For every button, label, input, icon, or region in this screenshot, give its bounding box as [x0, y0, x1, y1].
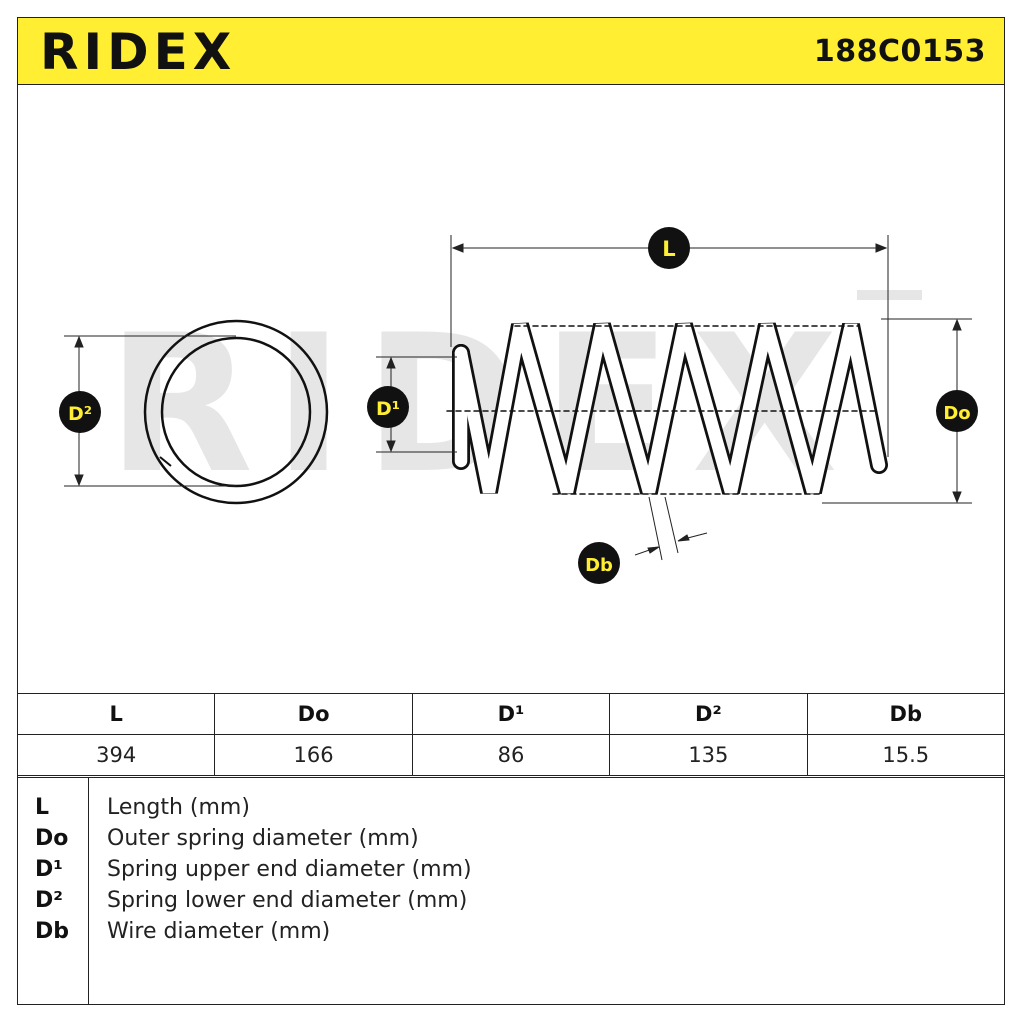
spec-value-row: 394 166 86 135 15.5: [16, 734, 1006, 776]
legend-divider: [88, 778, 89, 1004]
badge-db: Db: [578, 542, 620, 584]
d2-dimension: [64, 335, 236, 487]
db-dimension: [634, 496, 708, 561]
legend-key: Db: [35, 919, 70, 944]
spring-diagram: RIDEX: [59, 227, 978, 584]
badge-l: L: [648, 227, 690, 269]
spec-value-do: 166: [214, 734, 413, 776]
d1-dimension: [376, 356, 457, 453]
header-bar: RIDEX 188C0153: [17, 17, 1005, 85]
badge-db-text: Db: [585, 555, 613, 576]
legend-key: D¹: [35, 857, 63, 882]
badge-do: Do: [936, 390, 978, 432]
badge-do-text: Do: [943, 403, 970, 424]
spec-value-l: 394: [16, 734, 216, 776]
legend-desc: Spring lower end diameter (mm): [107, 888, 468, 913]
part-number: 188C0153: [813, 34, 986, 69]
spec-header-d2: D²: [609, 693, 808, 735]
spec-value-db: 15.5: [806, 734, 1006, 776]
spec-header-l: L: [16, 693, 216, 735]
spec-header-do: Do: [214, 693, 413, 735]
legend-desc: Spring upper end diameter (mm): [107, 857, 472, 882]
spring-side-view: [446, 322, 888, 495]
badge-d1: D¹: [367, 386, 409, 428]
legend-key: D²: [35, 888, 63, 913]
legend-item: Db Wire diameter (mm): [18, 916, 1004, 947]
spec-header-row: L Do D¹ D² Db: [16, 693, 1006, 735]
spec-value-d2: 135: [609, 734, 808, 776]
legend-panel: L Length (mm) Do Outer spring diameter (…: [17, 777, 1005, 1005]
brand-logo: RIDEX: [40, 23, 237, 81]
legend-desc: Outer spring diameter (mm): [107, 826, 419, 851]
legend-desc: Length (mm): [107, 795, 250, 820]
legend-item: L Length (mm): [18, 792, 1004, 823]
legend-desc: Wire diameter (mm): [107, 919, 331, 944]
badge-d1-text: D¹: [376, 398, 400, 420]
badge-l-text: L: [662, 237, 675, 261]
spec-header-db: Db: [806, 693, 1006, 735]
do-dimension: [822, 318, 972, 504]
legend-key: L: [35, 795, 50, 820]
badge-d2-text: D²: [68, 403, 92, 425]
legend-item: Do Outer spring diameter (mm): [18, 823, 1004, 854]
spec-value-d1: 86: [411, 734, 611, 776]
spec-header-d1: D¹: [411, 693, 611, 735]
badge-d2: D²: [59, 391, 101, 433]
spec-table: L Do D¹ D² Db 394 166 86 135 15.5: [16, 693, 1006, 776]
legend-item: D² Spring lower end diameter (mm): [18, 885, 1004, 916]
legend-key: Do: [35, 826, 69, 851]
legend-item: D¹ Spring upper end diameter (mm): [18, 854, 1004, 885]
